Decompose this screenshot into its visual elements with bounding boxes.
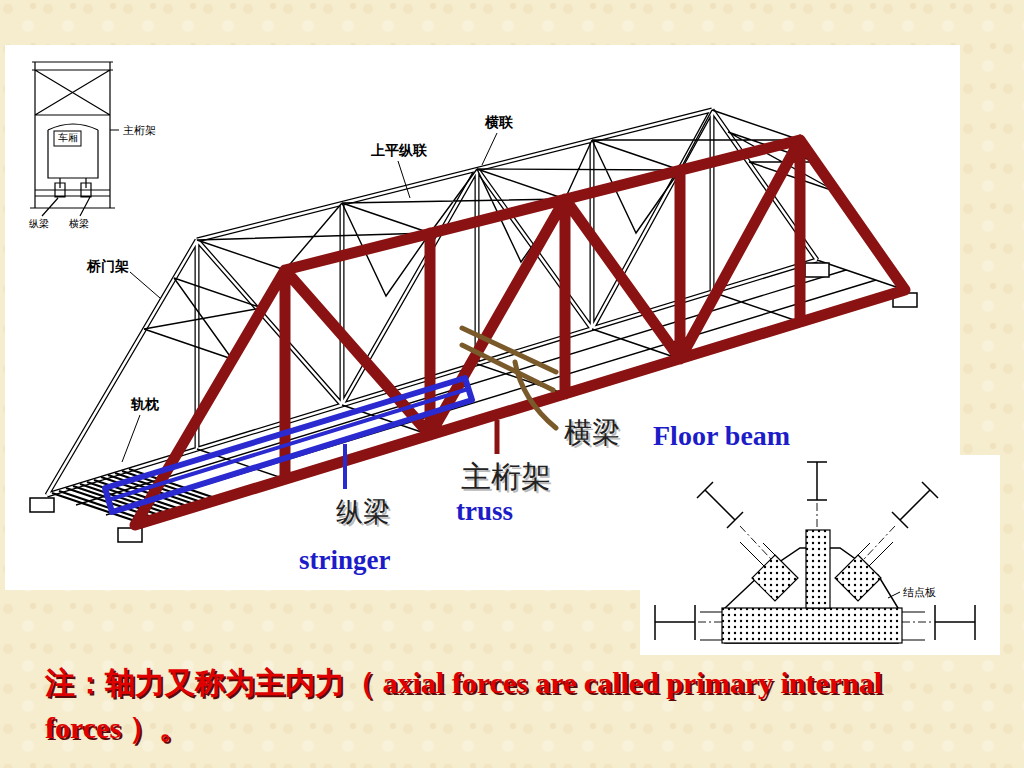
inset-label: 主桁架 xyxy=(122,124,157,137)
part-label: 桥门架 xyxy=(86,258,130,274)
inset-label: 结点板 xyxy=(902,586,937,599)
vertical-member xyxy=(806,530,830,608)
part-label: 轨枕 xyxy=(130,396,160,412)
callout-label: 主桁架 xyxy=(460,460,552,495)
note-caption: 注：轴力又称为主内力（ axial forces are called prim… xyxy=(45,660,885,750)
callout-label: 横梁 xyxy=(563,417,621,449)
joint-inset-panel xyxy=(640,455,1000,655)
stringer-highlight xyxy=(105,378,472,512)
part-label: 上平纵联 xyxy=(370,142,428,158)
inset-label: 纵梁 xyxy=(28,218,50,230)
chord-member xyxy=(722,608,902,643)
car-tag-box xyxy=(54,131,81,146)
member-edges xyxy=(700,542,925,640)
part-label: 横联 xyxy=(484,114,514,130)
callout-english: Floor beam xyxy=(652,420,791,452)
inset-label: 车厢 xyxy=(57,132,79,144)
callout-label: 纵梁 xyxy=(335,497,391,528)
bearings xyxy=(30,263,917,542)
diagonal-members xyxy=(752,555,881,601)
inset-label: 横梁 xyxy=(68,218,90,230)
stringer-centre xyxy=(108,389,468,500)
callout-english: truss xyxy=(455,496,514,527)
cross-section-sketch xyxy=(30,62,119,216)
truss-leader xyxy=(495,420,500,454)
leader-lines xyxy=(122,133,497,462)
callout-english: stringer xyxy=(298,545,391,576)
floor-beam-highlight xyxy=(462,328,556,428)
